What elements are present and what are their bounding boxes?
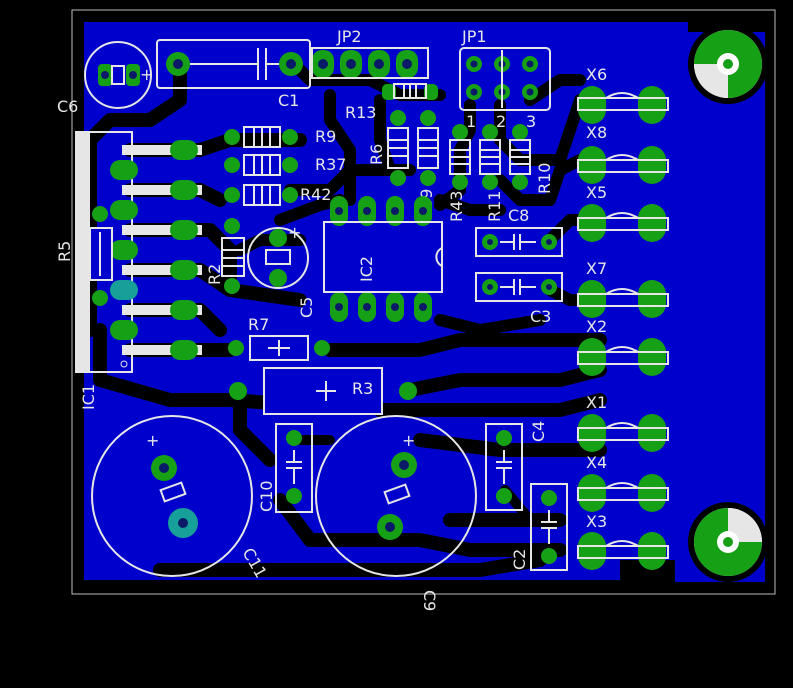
plus-c11: + <box>146 431 159 450</box>
plus-c9: + <box>402 431 415 450</box>
x7-connector: X7 <box>577 259 669 318</box>
label-x8: X8 <box>586 123 607 142</box>
label-ic2: IC2 <box>357 256 376 282</box>
mounting-hole-top <box>688 24 768 104</box>
label-x7: X7 <box>586 259 607 278</box>
label-r13: R13 <box>345 103 376 122</box>
c10-capacitor: C10 <box>257 423 313 513</box>
label-jp1-pin3: 3 <box>526 112 536 131</box>
c3-capacitor: C3 <box>475 272 563 326</box>
label-c10: C10 <box>257 480 276 512</box>
r10-resistor: R10 <box>509 124 554 194</box>
label-r42: R42 <box>300 185 331 204</box>
r42-resistor: R42 <box>224 184 331 206</box>
label-ic1: IC1 <box>79 384 98 410</box>
x2-connector: X2 <box>577 317 669 376</box>
c2-capacitor: C2 <box>510 483 568 571</box>
plus-c5: + <box>288 223 301 242</box>
c8-capacitor: C8 <box>475 206 563 257</box>
label-r3: R3 <box>352 379 373 398</box>
jp1-header: JP1 1 2 3 <box>459 27 551 131</box>
r37-resistor: R37 <box>224 154 346 176</box>
label-r9: R9 <box>315 127 336 146</box>
r9-resistor: R9 <box>224 126 336 148</box>
c5-capacitor: + C5 <box>247 223 316 318</box>
label-c8: C8 <box>508 206 529 225</box>
c4-capacitor: C4 <box>485 421 548 511</box>
x6-connector: X6 <box>577 65 669 124</box>
plus-c6: + <box>140 65 153 84</box>
r43-resistor: R43 <box>447 124 471 222</box>
label-jp2: JP2 <box>336 27 362 46</box>
label-jp1: JP1 <box>461 27 487 46</box>
x4-connector: X4 <box>577 453 669 512</box>
label-x4: X4 <box>586 453 607 472</box>
mounting-hole-bottom <box>688 502 768 582</box>
label-x3: X3 <box>586 512 607 531</box>
label-c6: C6 <box>57 97 78 116</box>
c1-capacitor: C1 <box>156 39 311 110</box>
label-r5: R5 <box>55 241 74 262</box>
label-r11: R11 <box>485 191 504 222</box>
label-jp1-pin2: 2 <box>496 112 506 131</box>
r11-resistor: R11 <box>479 124 504 222</box>
label-c5: C5 <box>297 297 316 318</box>
label-c9: C9 <box>420 590 439 611</box>
c9-capacitor: + C9 <box>315 415 477 611</box>
board-outline <box>71 9 776 595</box>
r2-resistor: R2 <box>205 218 245 294</box>
jp2-header: JP2 <box>311 27 429 79</box>
label-x6: X6 <box>586 65 607 84</box>
x3-connector: X3 <box>577 512 669 570</box>
r7-resistor: R7 <box>228 315 330 361</box>
r5-resistor: R5 <box>55 206 113 306</box>
label-c2: C2 <box>510 549 529 570</box>
label-x1: X1 <box>586 393 607 412</box>
c6-capacitor: + C6 <box>57 41 153 116</box>
x1-connector: X1 <box>577 393 669 452</box>
label-x2: X2 <box>586 317 607 336</box>
label-jp1-pin1: 1 <box>466 112 476 131</box>
ic1-regulator: IC1 <box>75 131 202 410</box>
ic2-chip: IC2 <box>323 196 443 322</box>
label-r6: R6 <box>367 144 386 165</box>
label-x5: X5 <box>586 183 607 202</box>
r6-resistor: R6 <box>367 110 409 186</box>
label-r7: R7 <box>248 315 269 334</box>
r3-resistor: R3 <box>229 367 417 415</box>
label-r43: R43 <box>447 191 466 222</box>
r13-resistor: R13 <box>345 83 438 122</box>
x5-connector: X5 <box>577 183 669 242</box>
label-r2: R2 <box>205 264 224 285</box>
label-c4: C4 <box>529 421 548 442</box>
label-r37: R37 <box>315 155 346 174</box>
label-c3: C3 <box>530 307 551 326</box>
label-c1: C1 <box>278 91 299 110</box>
x8-connector: X8 <box>577 123 669 184</box>
label-r10: R10 <box>535 163 554 194</box>
